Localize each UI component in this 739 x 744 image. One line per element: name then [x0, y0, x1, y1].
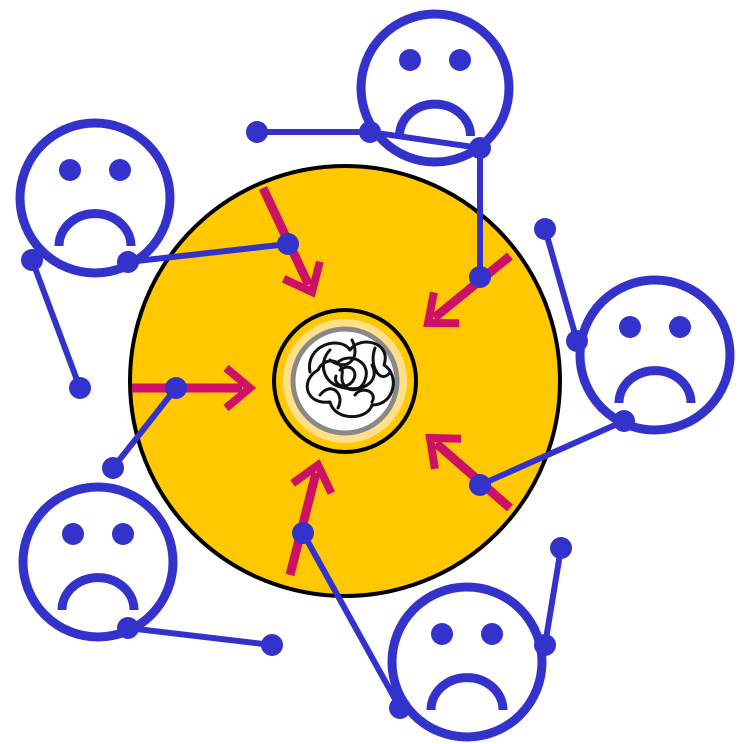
sad-face-icon: [20, 123, 170, 273]
center-hub: [274, 310, 416, 452]
stick-connector: [534, 537, 572, 656]
sad-face-icon: [580, 280, 730, 430]
sad-face-icon: [23, 487, 173, 637]
sad-face-icon: [392, 587, 542, 737]
